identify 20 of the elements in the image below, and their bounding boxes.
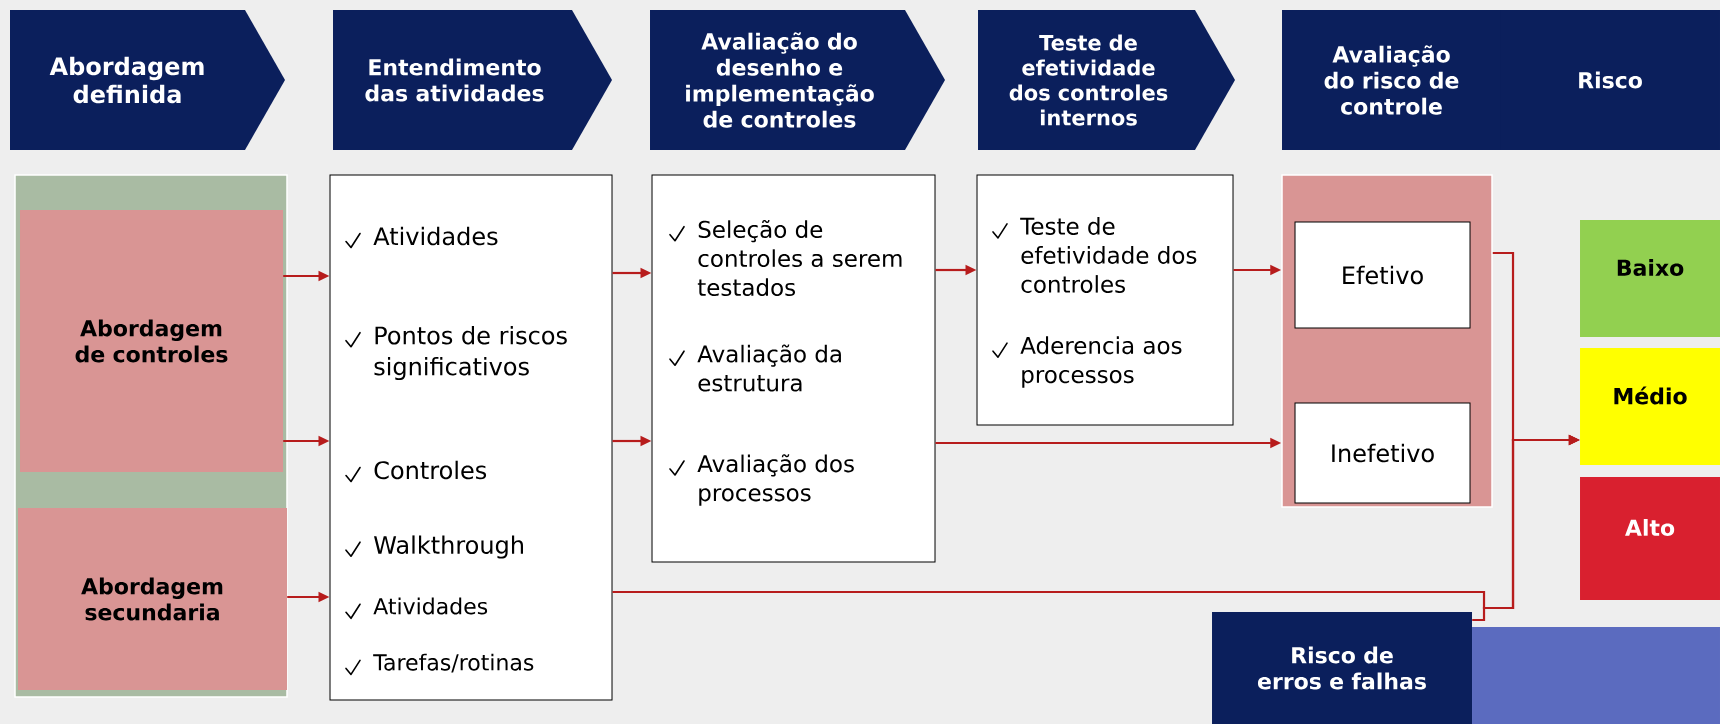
header-box: Risco (1500, 10, 1720, 150)
approach-box: Abordagem de controles (20, 210, 283, 472)
result-box: Inefetivo (1294, 402, 1471, 504)
step-header: Entendimento das atividades (333, 10, 612, 150)
checklist-box: Seleção de controles a serem testados Avaliação da estrutura Avaliação dos processos (651, 174, 936, 563)
header-box: Risco de erros e falhas (1212, 612, 1472, 724)
risk-level-box: Médio (1580, 348, 1720, 465)
step-header: Abordagem definida (10, 10, 285, 150)
checklist-box: Atividades Pontos de riscos significativos Controles Walkthrough Atividades Tarefas/rotinas (329, 174, 613, 701)
checklist-box: Teste de efetividade dos controles Aderencia aos processos (976, 174, 1234, 426)
result-box: Efetivo (1294, 221, 1471, 329)
risk-level-box: Baixo (1580, 220, 1720, 337)
band (1472, 627, 1720, 724)
node-label: Risco (1579, 71, 1642, 89)
step-header: Avaliação do desenho e implementação de controles (650, 10, 945, 150)
step-header: Teste de efetividade dos controles internos (978, 10, 1235, 150)
risk-level-box: Alto (1580, 477, 1720, 600)
node-label: Avaliação do risco de controle (1324, 45, 1459, 115)
approach-box: Abordagem secundaria (18, 508, 287, 690)
header-box: Avaliação do risco de controle (1282, 10, 1501, 150)
